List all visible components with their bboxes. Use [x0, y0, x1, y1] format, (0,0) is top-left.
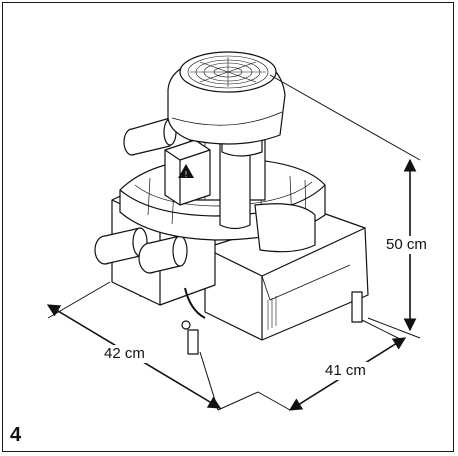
height-label: 50 cm — [384, 236, 429, 254]
side-cover — [254, 203, 316, 253]
warning-triangle-icon: ! — [178, 164, 194, 179]
svg-text:!: ! — [185, 170, 187, 179]
width-label: 42 cm — [102, 345, 147, 363]
leg — [187, 329, 199, 355]
inlet-port-2 — [138, 235, 188, 274]
depth-label: 41 cm — [323, 362, 368, 380]
figure-number: 4 — [10, 424, 22, 446]
leg — [351, 291, 363, 323]
